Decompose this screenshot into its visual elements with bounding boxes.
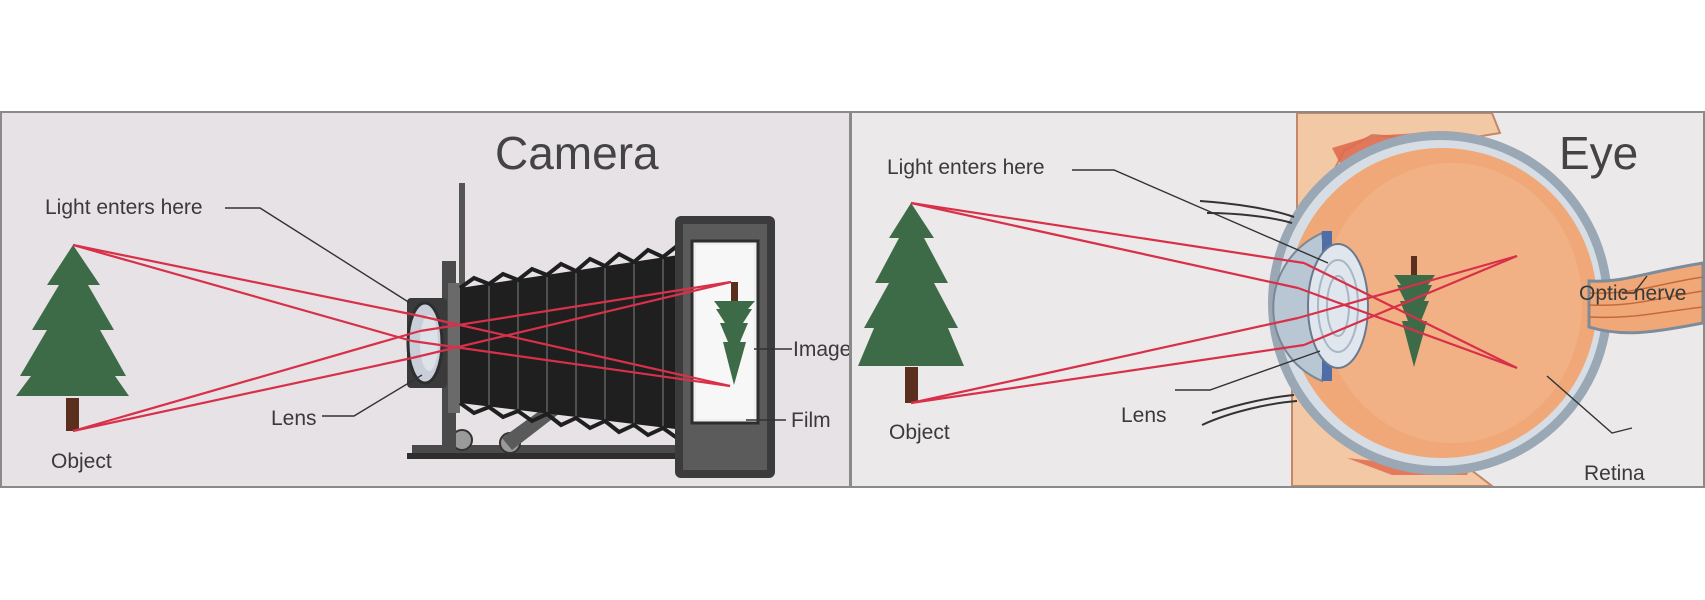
camera-object-label: Object: [51, 450, 112, 473]
camera-lens-label: Lens: [271, 407, 317, 430]
eye-object-tree: [858, 203, 964, 403]
camera-light-enters-label: Light enters here: [45, 196, 203, 219]
eye-optic-nerve-label: Optic nerve: [1579, 282, 1687, 305]
camera-body: [406, 183, 775, 478]
eye-object-label: Object: [889, 421, 950, 444]
eye-inverted-image: [1394, 256, 1435, 367]
eye-light-rays: [910, 201, 1518, 405]
eyeball: [1268, 131, 1703, 475]
eye-light-enters-label: Light enters here: [887, 156, 1045, 179]
eye-title: Eye: [1559, 127, 1639, 179]
camera-object-tree: [16, 245, 129, 431]
camera-light-rays: [72, 243, 732, 433]
camera-film-label: Film: [791, 409, 831, 432]
camera-inverted-image: [714, 282, 755, 385]
camera-title: Camera: [495, 127, 659, 179]
camera-image-label: Image: [793, 338, 849, 361]
camera-panel: Camera Light enters here Object Lens Ima…: [2, 113, 849, 486]
eye-leader-lines: [1072, 169, 1648, 434]
eyelashes: [1199, 200, 1298, 426]
eye-retina-label: Retina: [1584, 462, 1645, 485]
camera-diagram: [16, 183, 792, 478]
eye-lens-label: Lens: [1121, 404, 1167, 427]
eye-panel: Eye Light enters here Object Lens Optic …: [852, 113, 1703, 486]
eye-diagram: [858, 113, 1703, 486]
camera-leader-lines: [225, 207, 792, 421]
